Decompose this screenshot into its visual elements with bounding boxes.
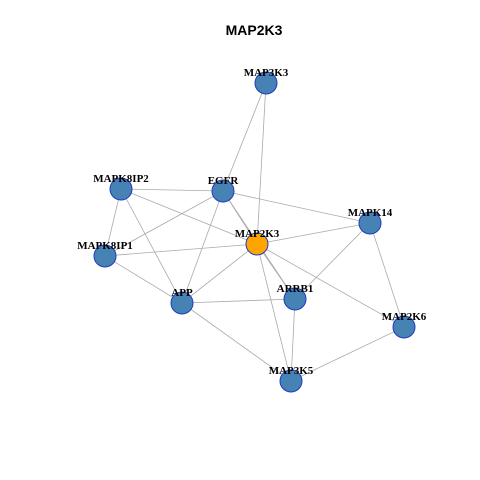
node-label-app: APP — [171, 287, 193, 299]
edge-map2k3-map2k6 — [256, 243, 405, 328]
node-egfr — [211, 179, 235, 203]
edge-map3k3-egfr — [222, 82, 267, 192]
node-label-egfr: EGFR — [208, 175, 240, 187]
edge-mapk14-map2k6 — [369, 222, 405, 328]
edge-map2k3-mapk8ip1 — [104, 243, 258, 257]
node-label-map3k5: MAP3K5 — [269, 365, 314, 377]
edge-mapk14-map2k3 — [256, 222, 371, 245]
node-map3k3 — [254, 71, 278, 95]
node-map3k5 — [279, 369, 303, 393]
node-arrb1 — [283, 287, 307, 311]
node-mapk14 — [358, 211, 382, 235]
node-label-map3k3: MAP3K3 — [244, 67, 289, 79]
edge-mapk14-arrb1 — [294, 222, 371, 300]
edge-app-map3k5 — [181, 302, 292, 382]
edge-egfr-mapk8ip1 — [104, 190, 224, 257]
edge-mapk8ip2-app — [120, 188, 183, 304]
edge-map3k3-map2k3 — [256, 82, 267, 245]
edge-egfr-mapk14 — [222, 190, 371, 224]
node-map2k3 — [245, 232, 269, 256]
node-label-mapk8ip1: MAPK8IP1 — [77, 240, 133, 252]
edge-arrb1-map3k5 — [290, 298, 296, 382]
edge-egfr-app — [181, 190, 224, 304]
edge-map2k3-app — [181, 243, 258, 304]
node-mapk8ip1 — [93, 244, 117, 268]
node-label-mapk14: MAPK14 — [348, 207, 393, 219]
node-mapk8ip2 — [109, 177, 133, 201]
node-label-mapk8ip2: MAPK8IP2 — [93, 173, 149, 185]
edge-mapk8ip2-egfr — [120, 188, 224, 192]
node-label-map2k6: MAP2K6 — [382, 311, 427, 323]
node-map2k6 — [392, 315, 416, 339]
edge-app-arrb1 — [181, 298, 296, 304]
graph-title: MAP2K3 — [226, 22, 283, 38]
node-app — [170, 291, 194, 315]
edge-map2k6-map3k5 — [290, 326, 405, 382]
node-layer — [93, 71, 416, 393]
node-label-map2k3: MAP2K3 — [235, 228, 280, 240]
edge-layer — [104, 82, 405, 382]
edge-mapk8ip2-map2k3 — [120, 188, 258, 245]
node-label-arrb1: ARRB1 — [277, 283, 314, 295]
edge-mapk8ip1-app — [104, 255, 183, 304]
edge-map2k3-map3k5 — [256, 243, 292, 382]
